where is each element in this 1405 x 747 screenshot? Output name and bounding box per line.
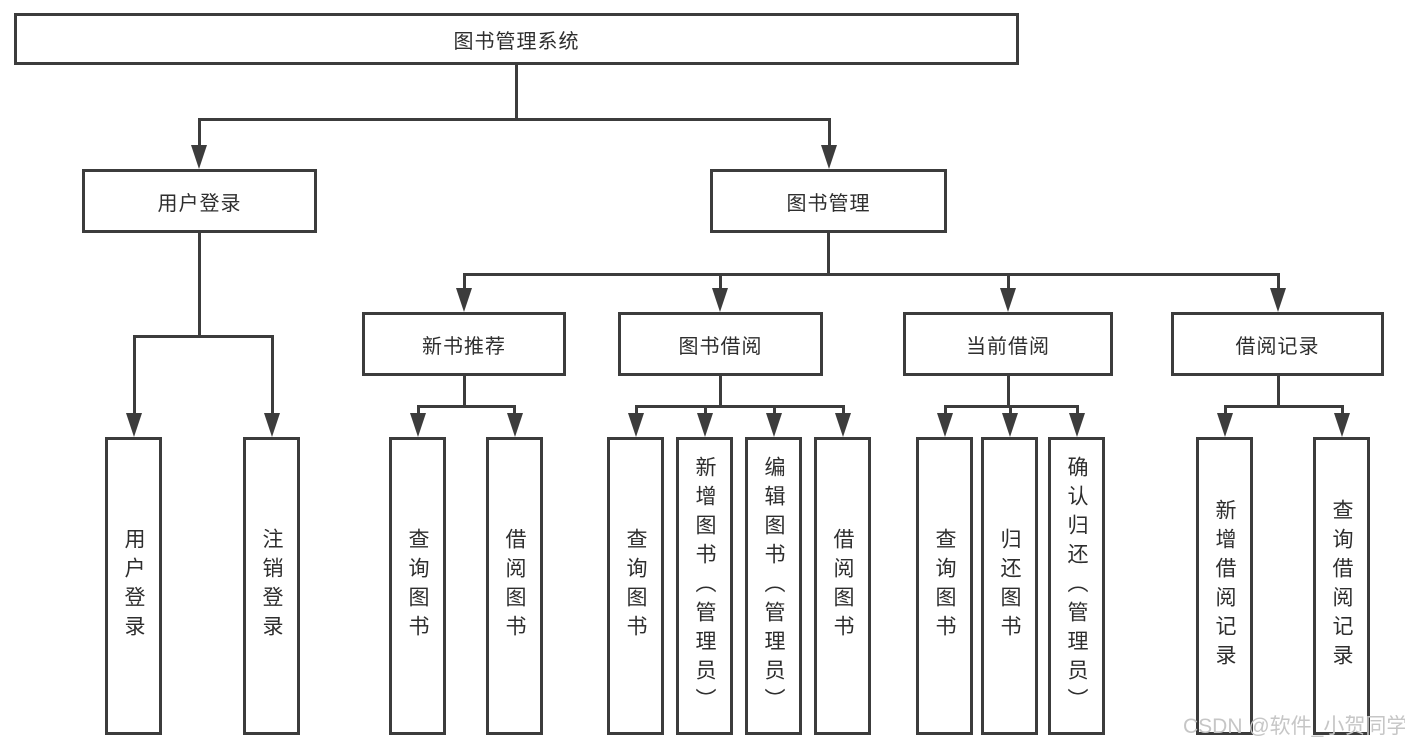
edge-g2-leaf4 xyxy=(842,405,845,417)
leaf-confirm-return-admin-label: 确认归还（管理员） xyxy=(1065,455,1088,717)
leaf-return-book-label: 归还图书 xyxy=(998,528,1021,644)
edge-g4-leaf2 xyxy=(1341,405,1344,417)
edge-g3-stem xyxy=(1007,376,1010,407)
edge-g2-stem xyxy=(719,376,722,407)
arrow-down-icon xyxy=(697,413,713,437)
leaf-query-books-borrowing: 查询图书 xyxy=(607,437,664,735)
arrow-down-icon xyxy=(126,413,142,437)
arrow-down-icon xyxy=(821,145,837,169)
arrow-down-icon xyxy=(628,413,644,437)
arrow-down-icon xyxy=(507,413,523,437)
edge-user-leaf1 xyxy=(133,335,136,415)
arrow-down-icon xyxy=(766,413,782,437)
node-book-management-label: 图书管理 xyxy=(786,192,871,215)
leaf-query-books-recommend: 查询图书 xyxy=(389,437,446,735)
edge-g1-rail xyxy=(417,405,516,408)
leaf-query-borrow-record: 查询借阅记录 xyxy=(1313,437,1370,735)
edge-g3-leaf2 xyxy=(1009,405,1012,417)
edge-group1 xyxy=(463,273,466,290)
edge-g1-leaf1 xyxy=(417,405,420,417)
leaf-logout-label: 注销登录 xyxy=(260,528,283,644)
leaf-query-books-current: 查询图书 xyxy=(916,437,973,735)
edge-g3-leaf3 xyxy=(1076,405,1079,417)
node-root: 图书管理系统 xyxy=(14,13,1019,65)
arrow-down-icon xyxy=(712,288,728,312)
edge-g2-rail xyxy=(635,405,844,408)
edge-books-stem xyxy=(827,233,830,275)
edge-g4-leaf1 xyxy=(1224,405,1227,417)
leaf-user-login: 用户登录 xyxy=(105,437,162,735)
edge-user-stem xyxy=(198,233,201,337)
node-book-borrowing-label: 图书借阅 xyxy=(678,335,763,358)
leaf-add-borrow-record: 新增借阅记录 xyxy=(1196,437,1253,735)
edge-branch-user xyxy=(198,118,201,148)
leaf-return-book: 归还图书 xyxy=(981,437,1038,735)
leaf-edit-book-admin: 编辑图书（管理员） xyxy=(745,437,802,735)
node-root-label: 图书管理系统 xyxy=(453,30,580,53)
edge-user-rail xyxy=(133,335,273,338)
leaf-edit-book-admin-label: 编辑图书（管理员） xyxy=(762,455,785,717)
arrow-down-icon xyxy=(1000,288,1016,312)
leaf-add-book-admin: 新增图书（管理员） xyxy=(676,437,733,735)
edge-g4-rail xyxy=(1224,405,1343,408)
node-current-borrowing-label: 当前借阅 xyxy=(966,335,1050,358)
leaf-confirm-return-admin: 确认归还（管理员） xyxy=(1048,437,1105,735)
node-book-management: 图书管理 xyxy=(710,169,947,233)
leaf-query-borrow-record-label: 查询借阅记录 xyxy=(1330,499,1353,673)
leaf-borrow-books-recommend-label: 借阅图书 xyxy=(503,528,526,644)
arrow-down-icon xyxy=(264,413,280,437)
edge-g2-leaf1 xyxy=(635,405,638,417)
edge-root-stem xyxy=(515,65,518,120)
node-borrow-records: 借阅记录 xyxy=(1171,312,1384,376)
arrow-down-icon xyxy=(1334,413,1350,437)
node-new-book-recommend-label: 新书推荐 xyxy=(422,335,506,358)
leaf-add-borrow-record-label: 新增借阅记录 xyxy=(1213,499,1236,673)
leaf-borrow-books-label: 借阅图书 xyxy=(831,528,854,644)
node-current-borrowing: 当前借阅 xyxy=(903,312,1113,376)
node-user-login-label: 用户登录 xyxy=(157,192,242,215)
leaf-borrow-books-recommend: 借阅图书 xyxy=(486,437,543,735)
leaf-user-login-label: 用户登录 xyxy=(122,528,145,644)
node-user-login: 用户登录 xyxy=(82,169,317,233)
arrow-down-icon xyxy=(191,145,207,169)
edge-books-rail xyxy=(463,273,1279,276)
arrow-down-icon xyxy=(835,413,851,437)
edge-g4-stem xyxy=(1277,376,1280,407)
edge-branch-books xyxy=(828,118,831,148)
edge-g1-stem xyxy=(463,376,466,407)
arrow-down-icon xyxy=(410,413,426,437)
csdn-watermark: CSDN @软件_小贺同学 xyxy=(1183,715,1405,738)
leaf-query-books-recommend-label: 查询图书 xyxy=(406,528,429,644)
leaf-borrow-books: 借阅图书 xyxy=(814,437,871,735)
leaf-logout: 注销登录 xyxy=(243,437,300,735)
arrow-down-icon xyxy=(1002,413,1018,437)
edge-g2-leaf3 xyxy=(773,405,776,417)
arrow-down-icon xyxy=(1069,413,1085,437)
edge-g3-leaf1 xyxy=(944,405,947,417)
node-book-borrowing: 图书借阅 xyxy=(618,312,823,376)
node-borrow-records-label: 借阅记录 xyxy=(1235,335,1320,358)
arrow-down-icon xyxy=(456,288,472,312)
arrow-down-icon xyxy=(1217,413,1233,437)
edge-group4 xyxy=(1277,273,1280,290)
leaf-query-books-current-label: 查询图书 xyxy=(933,528,956,644)
arrow-down-icon xyxy=(937,413,953,437)
edge-group3 xyxy=(1007,273,1010,290)
leaf-query-books-borrowing-label: 查询图书 xyxy=(624,528,647,644)
leaf-add-book-admin-label: 新增图书（管理员） xyxy=(693,455,716,717)
edge-g1-leaf2 xyxy=(513,405,516,417)
node-new-book-recommend: 新书推荐 xyxy=(362,312,566,376)
edge-root-rail xyxy=(198,118,830,121)
edge-group2 xyxy=(719,273,722,290)
edge-user-leaf2 xyxy=(271,335,274,415)
arrow-down-icon xyxy=(1270,288,1286,312)
edge-g2-leaf2 xyxy=(704,405,707,417)
